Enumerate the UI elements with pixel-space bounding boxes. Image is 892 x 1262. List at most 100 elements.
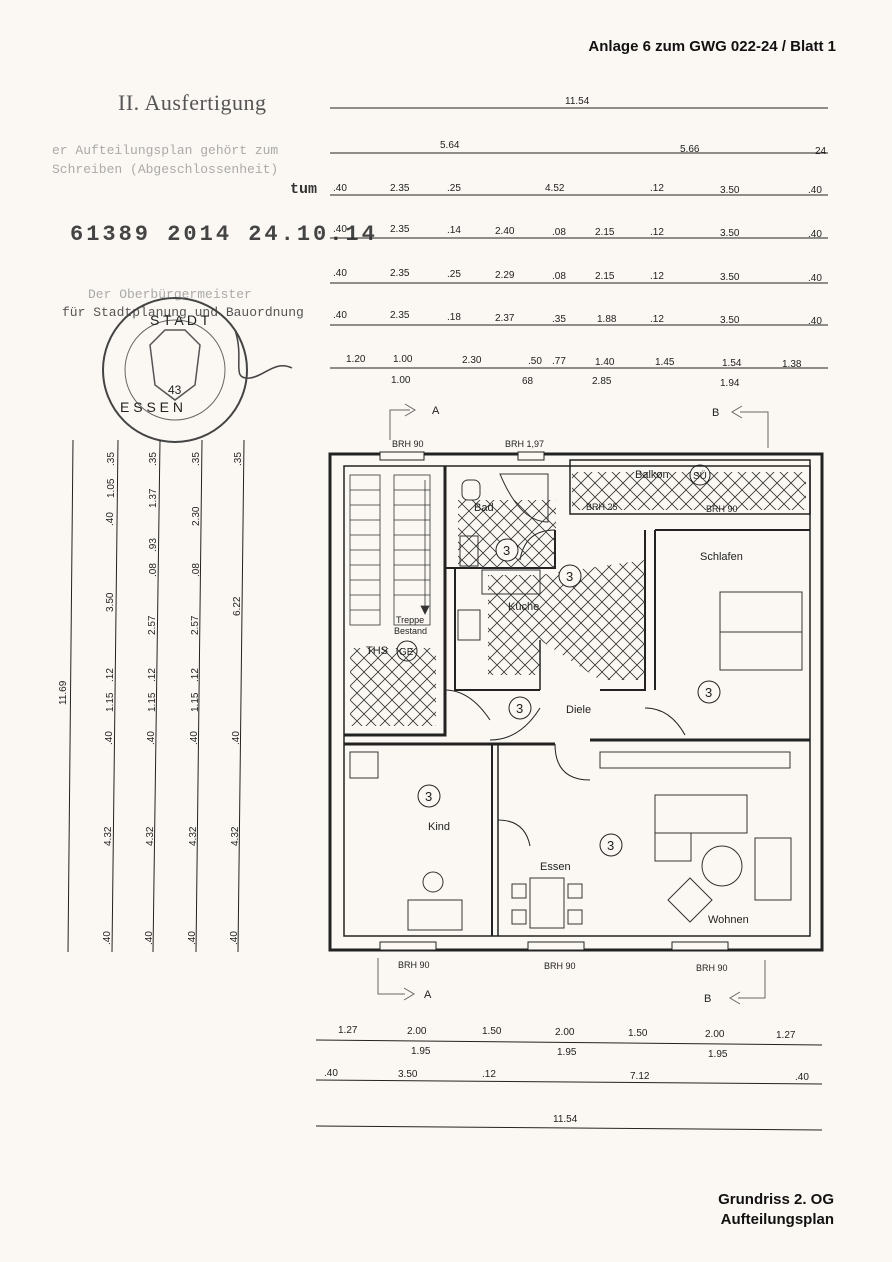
room-treppe-1: Treppe [396,615,424,625]
stamp-line-1: er Aufteilungsplan gehört zum [52,143,279,158]
dim-text: 4.52 [545,183,565,194]
room-treppe-2: Bestand [394,626,427,636]
dim-text: .35 [552,314,566,325]
dim-text: 2.00 [407,1026,427,1037]
official-seal: S T A D T E S S E N 43 [102,297,293,443]
unit-number-markers: 3 3 3 3 3 3 [417,538,721,857]
dim-text: .14 [447,225,461,236]
section-b-top: B [712,407,719,419]
brh-labels: BRH 90 BRH 1,97 BRH 25 BRH 90 BRH 90 BRH… [392,439,738,973]
dim-text: .40 [333,268,347,279]
dim-text: .40 [324,1068,338,1079]
seal-city: E S S E N [120,399,183,415]
section-a-bottom: A [424,989,432,1001]
dim-text: 3.50 [720,315,740,326]
sheet-reference: Anlage 6 zum GWG 022-24 / Blatt 1 [588,38,836,55]
room-schlafen: Schlafen [700,551,743,563]
left-dimensions: 11.69 .35 1.05 .40 3.50 .12 1.15 .40 4.3… [58,439,245,953]
room-wohnen: Wohnen [708,914,749,926]
stamp-number: 61389 2014 24.10.14 [70,222,378,247]
brh-bottom-left: BRH 90 [398,960,430,970]
staircase [349,474,431,626]
dim-text: 2.35 [390,183,410,194]
dim-text: 6.22 [232,596,243,616]
dim-text: 2.35 [390,268,410,279]
dim-text: 1.95 [411,1046,431,1057]
dim-text: 24 [815,146,827,157]
dim-text: .08 [148,563,159,577]
dim-text: 1.05 [106,478,117,498]
stamp-line-4: Der Oberbürgermeister [88,287,252,302]
room-ge: GE [399,647,414,658]
dim-total-bottom: 11.54 [553,1114,578,1125]
dim-text: .12 [105,668,116,682]
dim-text: .40 [808,273,822,284]
dim-text: 3.50 [105,592,116,612]
dim-text: .40 [808,185,822,196]
room-essen: Essen [540,861,571,873]
dim-text: 2.35 [390,224,410,235]
stamp-line-3: tum [290,181,318,198]
dim-text: .08 [552,227,566,238]
dim-text: .25 [447,269,461,280]
dim-text: .40 [229,931,240,945]
dim-text: 7.12 [630,1071,650,1082]
dim-text: 1.00 [393,354,413,365]
brh-bottom-right: BRH 90 [696,963,728,973]
dim-text: 1.27 [338,1025,358,1036]
dim-text: .50 [528,356,542,367]
unit-number: 3 [503,543,510,558]
room-balkon-tag: SÜ [693,470,707,482]
dim-text: 1.15 [105,692,116,712]
dim-text: 2.57 [147,615,158,635]
dim-text: .12 [147,668,158,682]
room-diele: Diele [566,704,591,716]
room-bad: Bad [474,502,494,514]
dim-text: 1.38 [782,359,802,370]
dim-text: .18 [447,312,461,323]
dim-text: 1.00 [391,375,411,386]
seal-text: S T A D T [150,312,210,328]
dim-text: 1.15 [190,692,201,712]
dim-text: 2.15 [595,227,615,238]
dim-text: 4.32 [145,826,156,846]
hatched-areas [350,472,806,726]
dim-text: 4.32 [188,826,199,846]
dim-text: .40 [333,224,347,235]
dim-text: 1.95 [557,1047,577,1058]
dim-text: 1.54 [722,358,742,369]
seal-number: 43 [168,383,182,397]
dim-text: .08 [552,271,566,282]
dim-text: .40 [808,316,822,327]
brh-bottom-mid: BRH 90 [544,961,576,971]
room-kueche: Küche [508,601,539,613]
unit-number: 3 [425,789,432,804]
top-dimensions: 11.54 5.64 5.66 24 .40 2.35 .25 4.52 .12… [330,96,828,389]
dim-text: 1.15 [147,692,158,712]
dim-text: 4.32 [230,826,241,846]
dim-text: 1.50 [628,1028,648,1039]
dim-text: .40 [105,512,116,526]
dim-text: .40 [104,731,115,745]
dim-text: 2.57 [190,615,201,635]
unit-number: 3 [705,685,712,700]
dim-text: .35 [106,452,117,466]
dim-text: .12 [650,314,664,325]
dim-text: 1.88 [597,314,617,325]
dim-text: .12 [650,227,664,238]
dim-text: 2.00 [705,1029,725,1040]
dim-text: 4.32 [103,826,114,846]
plan-subtitle: Aufteilungsplan [720,1211,834,1228]
dim-text: 5.66 [680,144,700,155]
dim-text: .35 [191,452,202,466]
dim-text: 2.85 [592,376,612,387]
dim-text: .40 [231,731,242,745]
dim-text: 2.37 [495,313,515,324]
brh-top-mid: BRH 1,97 [505,439,544,449]
dim-text: .35 [148,452,159,466]
room-ths: THS [366,645,388,657]
dim-text: 1.45 [655,357,675,368]
dim-text: 2.00 [555,1027,575,1038]
dim-text: .08 [191,563,202,577]
dim-text: .40 [144,931,155,945]
